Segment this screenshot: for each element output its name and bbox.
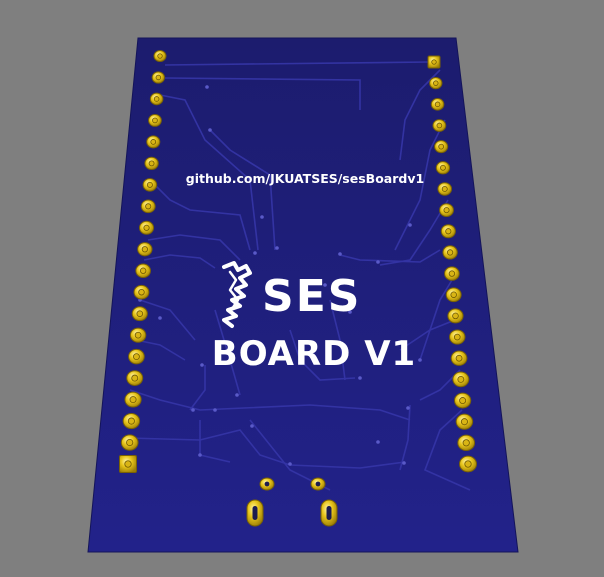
header-pin-hole [441,185,448,192]
header-pin-hole [157,53,163,59]
header-pin-hole [150,139,157,145]
header-pin-hole [457,375,465,383]
pcb-board [87,37,519,553]
header-pin-hole [450,291,457,298]
header-pin-hole [446,249,454,256]
header-pin-hole [152,117,158,124]
left-pin-header [119,49,167,473]
header-pin-hole [431,59,437,65]
header-pin-hole [448,270,456,277]
header-pin-hole [133,353,140,361]
copper-traces [127,61,471,491]
header-pin-hole [146,181,153,188]
header-pin-hole [433,80,439,86]
header-pin-hole [134,331,142,339]
header-pin-hole [139,267,147,274]
header-pin-hole [124,460,132,468]
header-pin-hole [138,288,145,296]
vias [138,85,422,466]
header-pin-hole [127,417,135,425]
header-pin-hole [145,203,152,210]
header-pin-hole [126,438,134,447]
header-pin-hole [155,74,162,81]
header-pin-hole [131,374,139,382]
header-pin-hole [434,101,441,108]
silkscreen-logo-text: SES [262,271,361,322]
header-pin-hole [460,418,468,426]
header-pin-hole [452,312,459,320]
silkscreen-url: github.com/JKUATSES/sesBoardv1 [186,171,424,186]
header-pin-hole [440,164,446,171]
bottom-connector [246,477,338,527]
header-pin-hole [148,160,155,167]
header-pin-hole [153,96,160,102]
silkscreen-title: BOARD V1 [212,334,416,374]
header-pin-hole [143,224,150,231]
header-pin-hole [455,354,463,362]
header-pin-hole [136,310,144,317]
header-pin-hole [462,439,470,447]
ses-squiggle-logo [222,261,252,328]
right-pin-header [427,55,477,473]
header-pin-hole [459,397,467,405]
header-pin-hole [438,143,445,150]
header-pin-hole [453,333,461,341]
header-pin-hole [129,396,137,404]
header-pin-hole [445,228,452,235]
header-pin-hole [464,460,472,468]
header-pin-hole [436,122,443,129]
header-pin-hole [141,246,148,253]
header-pin-hole [443,207,450,214]
